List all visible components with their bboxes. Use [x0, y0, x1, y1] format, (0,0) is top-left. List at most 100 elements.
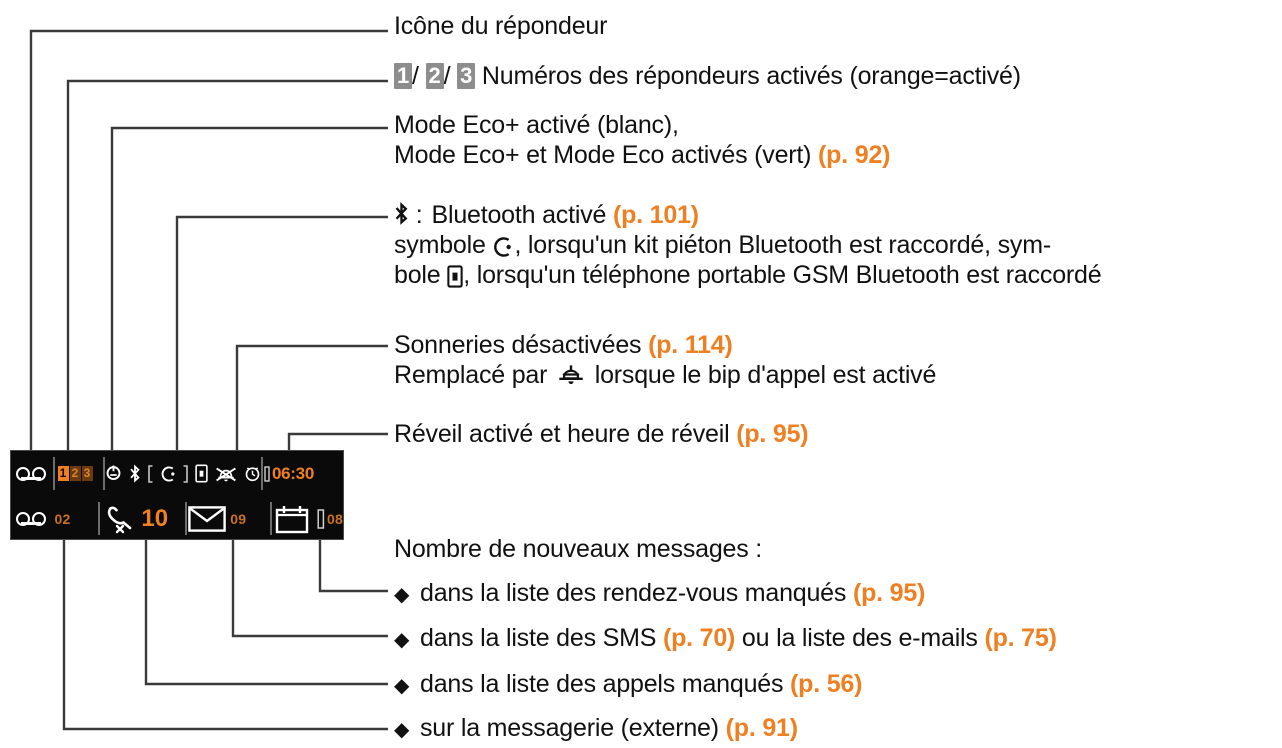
bracket-icon — [264, 465, 270, 482]
message-count: 09 — [230, 510, 247, 527]
annotation-text: sur la messagerie (externe) — [420, 714, 726, 742]
alarm-clock-cell — [241, 451, 263, 496]
bluetooth-icon — [394, 201, 409, 227]
calendar-count-cell: 08 — [327, 496, 343, 541]
leader-line-4 — [175, 215, 388, 452]
answering-machine-icon-cell — [11, 451, 51, 496]
answering-machine-icon-cell-2 — [11, 496, 51, 541]
page-reference-2: (p. 75) — [984, 624, 1057, 652]
bluetooth-headset-icon — [160, 465, 177, 483]
leader-line-7 — [318, 540, 388, 593]
page-reference: (p. 95) — [736, 420, 809, 448]
calendar-bar-cell — [315, 496, 327, 541]
eco-plus-cell — [99, 451, 127, 496]
am-number-2: 2 — [69, 466, 81, 481]
leader-line-9 — [144, 540, 388, 686]
missed-call-count-cell: 10 — [141, 496, 182, 541]
bell-crossed-icon — [214, 465, 238, 483]
bluetooth-gsm-phone-icon — [447, 265, 463, 288]
annotation-text: Icône du répondeur — [394, 12, 608, 40]
answering-machine-numbers-cell: 1 2 3 — [51, 451, 99, 496]
annotation-text: Nombre de nouveaux messages : — [394, 535, 763, 563]
bracket-right-cell — [179, 451, 191, 496]
annotation-text-2: , lorsqu'un kit piéton Bluetooth est rac… — [514, 231, 1051, 259]
am-number-3: 3 — [81, 466, 93, 481]
annotation-alarm: Réveil activé et heure de réveil (p. 95) — [394, 419, 809, 449]
annotation-eco-mode: Mode Eco+ activé (blanc), Mode Eco+ et M… — [394, 110, 890, 170]
annotation-text-2: , lorsqu'un téléphone portable GSM Bluet… — [463, 261, 1102, 289]
answering-machine-count-cell: 02 — [51, 496, 98, 541]
annotation-line-2: Mode Eco+ et Mode Eco activés (vert) (p.… — [394, 140, 890, 170]
display-bottom-row: 02 10 — [11, 496, 343, 541]
annotation-text: Numéros des répondeurs activés (orange=a… — [475, 62, 1021, 90]
bracket-icon — [317, 508, 325, 529]
bluetooth-gsm-phone-icon — [194, 464, 208, 483]
annotation-line-2: symbole , lorsqu'un kit piéton Bluetooth… — [394, 230, 1101, 260]
am-number-1: 1 — [57, 466, 69, 481]
bluetooth-gsm-phone-cell — [191, 451, 211, 496]
diamond-bullet-icon — [394, 713, 420, 745]
annotation-text: dans la liste des SMS — [420, 624, 663, 652]
display-divider — [185, 502, 187, 535]
annotation-text-2: lorsque le bip d'appel est activé — [587, 361, 937, 389]
bluetooth-icon — [129, 464, 141, 484]
am-sep-1: / — [412, 62, 426, 90]
alarm-time-cell: 06:30 — [271, 451, 314, 496]
page-reference: (p. 114) — [648, 331, 733, 359]
bracket-left-cell — [143, 451, 157, 496]
leader-line-1 — [29, 29, 388, 452]
display-divider — [261, 457, 263, 490]
page-reference: (p. 70) — [662, 624, 736, 652]
annotation-new-messages-heading: Nombre de nouveaux messages : — [394, 534, 762, 564]
calendar-count: 08 — [327, 510, 343, 527]
message-icon-cell — [183, 496, 230, 541]
calendar-icon-cell — [270, 496, 315, 541]
bluetooth-cell — [127, 451, 143, 496]
annotation-text-2: Bluetooth activé — [431, 201, 613, 229]
annotation-text-2: ou la liste des e-mails — [735, 624, 985, 652]
annotation-line-2: Remplacé par lorsque le bip d'appel est … — [394, 360, 936, 390]
page-reference: (p. 56) — [790, 670, 863, 698]
missed-call-count: 10 — [141, 504, 169, 532]
eco-plus-icon — [104, 464, 123, 483]
bluetooth-headset-icon — [492, 236, 514, 258]
message-count-cell: 09 — [230, 496, 270, 541]
annotation-line-1: Mode Eco+ activé (blanc), — [394, 111, 679, 139]
leader-line-8 — [231, 540, 388, 638]
display-top-row: 1 2 3 — [11, 451, 343, 496]
diamond-bullet-icon — [394, 623, 420, 655]
leader-line-2 — [66, 79, 388, 452]
display-divider — [98, 502, 100, 535]
ringer-off-cell — [211, 451, 241, 496]
annotation-text: Réveil activé et heure de réveil — [394, 420, 737, 448]
annotation-text: : — [409, 201, 423, 229]
annotation-line-3: bole , lorsqu'un téléphone portable GSM … — [394, 260, 1102, 290]
bell-beep-icon — [554, 363, 588, 389]
annotation-ringtones-off: Sonneries désactivées (p. 114) Remplacé … — [394, 330, 936, 390]
bullet-sms-email: dans la liste des SMS (p. 70) ou la list… — [394, 623, 1057, 655]
am-tag-1: 1 — [394, 63, 413, 89]
envelope-icon — [187, 505, 226, 532]
page-reference: (p. 95) — [852, 579, 926, 607]
annotation-answering-machine-numbers: 1/ 2/ 3 Numéros des répondeurs activés (… — [394, 61, 1021, 91]
bullet-missed-calls: dans la liste des appels manqués (p. 56) — [394, 669, 862, 701]
answering-machine-numbers: 1 2 3 — [57, 466, 93, 481]
annotation-text: Sonneries désactivées — [394, 331, 649, 359]
annotation-text: Remplacé par — [394, 361, 554, 389]
leader-line-10 — [62, 540, 388, 731]
bluetooth-headset-cell — [157, 451, 179, 496]
tape-reel-icon — [16, 466, 46, 481]
annotation-bluetooth: :Bluetooth activé (p. 101) symbole , lor… — [394, 200, 1102, 290]
spacer-glyph — [423, 208, 432, 226]
display-divider — [53, 457, 55, 490]
bullet-appointments: dans la liste des rendez-vous manqués (p… — [394, 578, 925, 610]
missed-call-icon-cell — [98, 496, 141, 541]
leader-line-5 — [235, 344, 388, 452]
page-reference: (p. 92) — [818, 141, 891, 169]
page-reference: (p. 91) — [725, 714, 798, 742]
tape-reel-icon — [15, 511, 46, 526]
annotation-text: symbole — [394, 231, 493, 259]
bracket-icon — [182, 464, 189, 483]
